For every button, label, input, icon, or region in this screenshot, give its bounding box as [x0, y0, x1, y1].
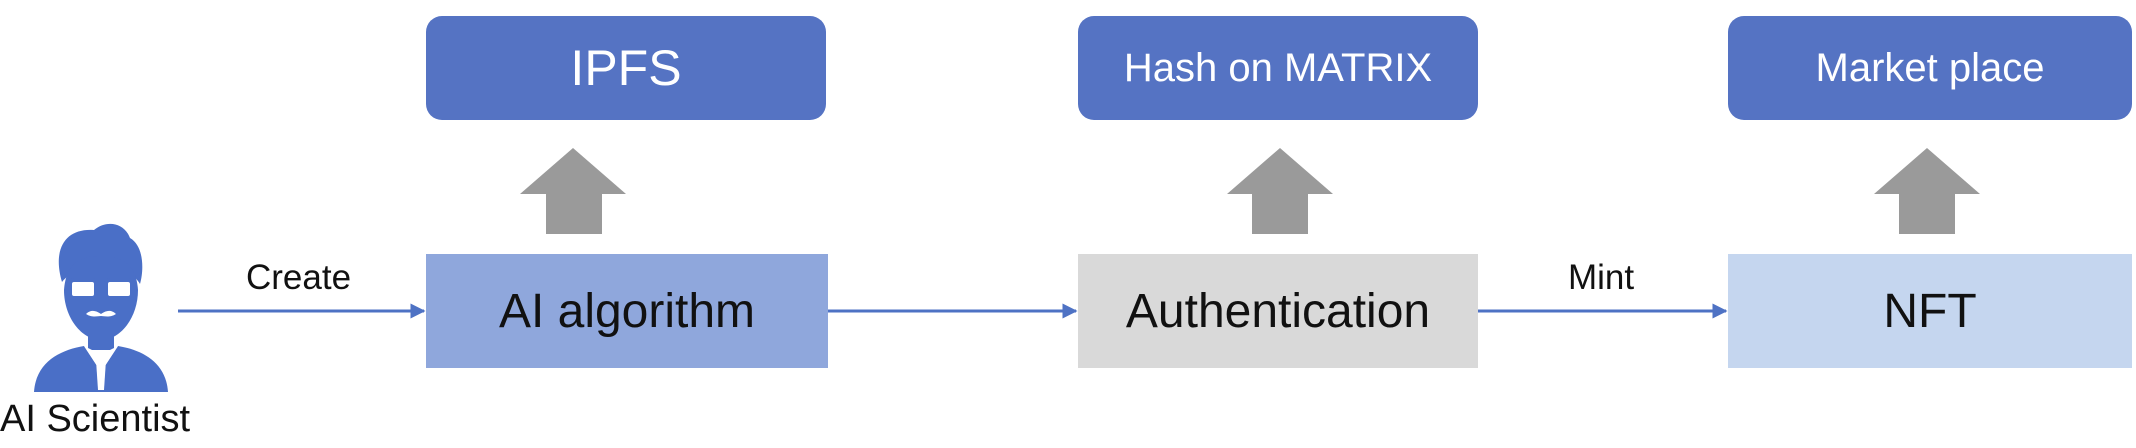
- market-place-box: Market place: [1728, 16, 2132, 120]
- ipfs-up-arrow-icon: [520, 148, 626, 234]
- hash-on-matrix-label: Hash on MATRIX: [1123, 45, 1433, 90]
- hash-on-matrix-box: Hash on MATRIX: [1078, 16, 1478, 120]
- market-place-label: Market place: [1815, 45, 2045, 90]
- actor-label: AI Scientist: [0, 398, 191, 440]
- mint-label: Mint: [1568, 258, 1635, 297]
- nft-box: NFT: [1728, 254, 2132, 368]
- authentication-box: Authentication: [1078, 254, 1478, 368]
- matrix-up-arrow-icon: [1227, 148, 1333, 234]
- ai-algorithm-box: AI algorithm: [426, 254, 828, 368]
- ai-algorithm-label: AI algorithm: [498, 284, 756, 338]
- authentication-label: Authentication: [1125, 284, 1431, 338]
- ipfs-box: IPFS: [426, 16, 826, 120]
- nft-label: NFT: [1883, 284, 1977, 338]
- market-up-arrow-icon: [1874, 148, 1980, 234]
- ipfs-label: IPFS: [570, 40, 682, 96]
- create-label: Create: [246, 258, 352, 297]
